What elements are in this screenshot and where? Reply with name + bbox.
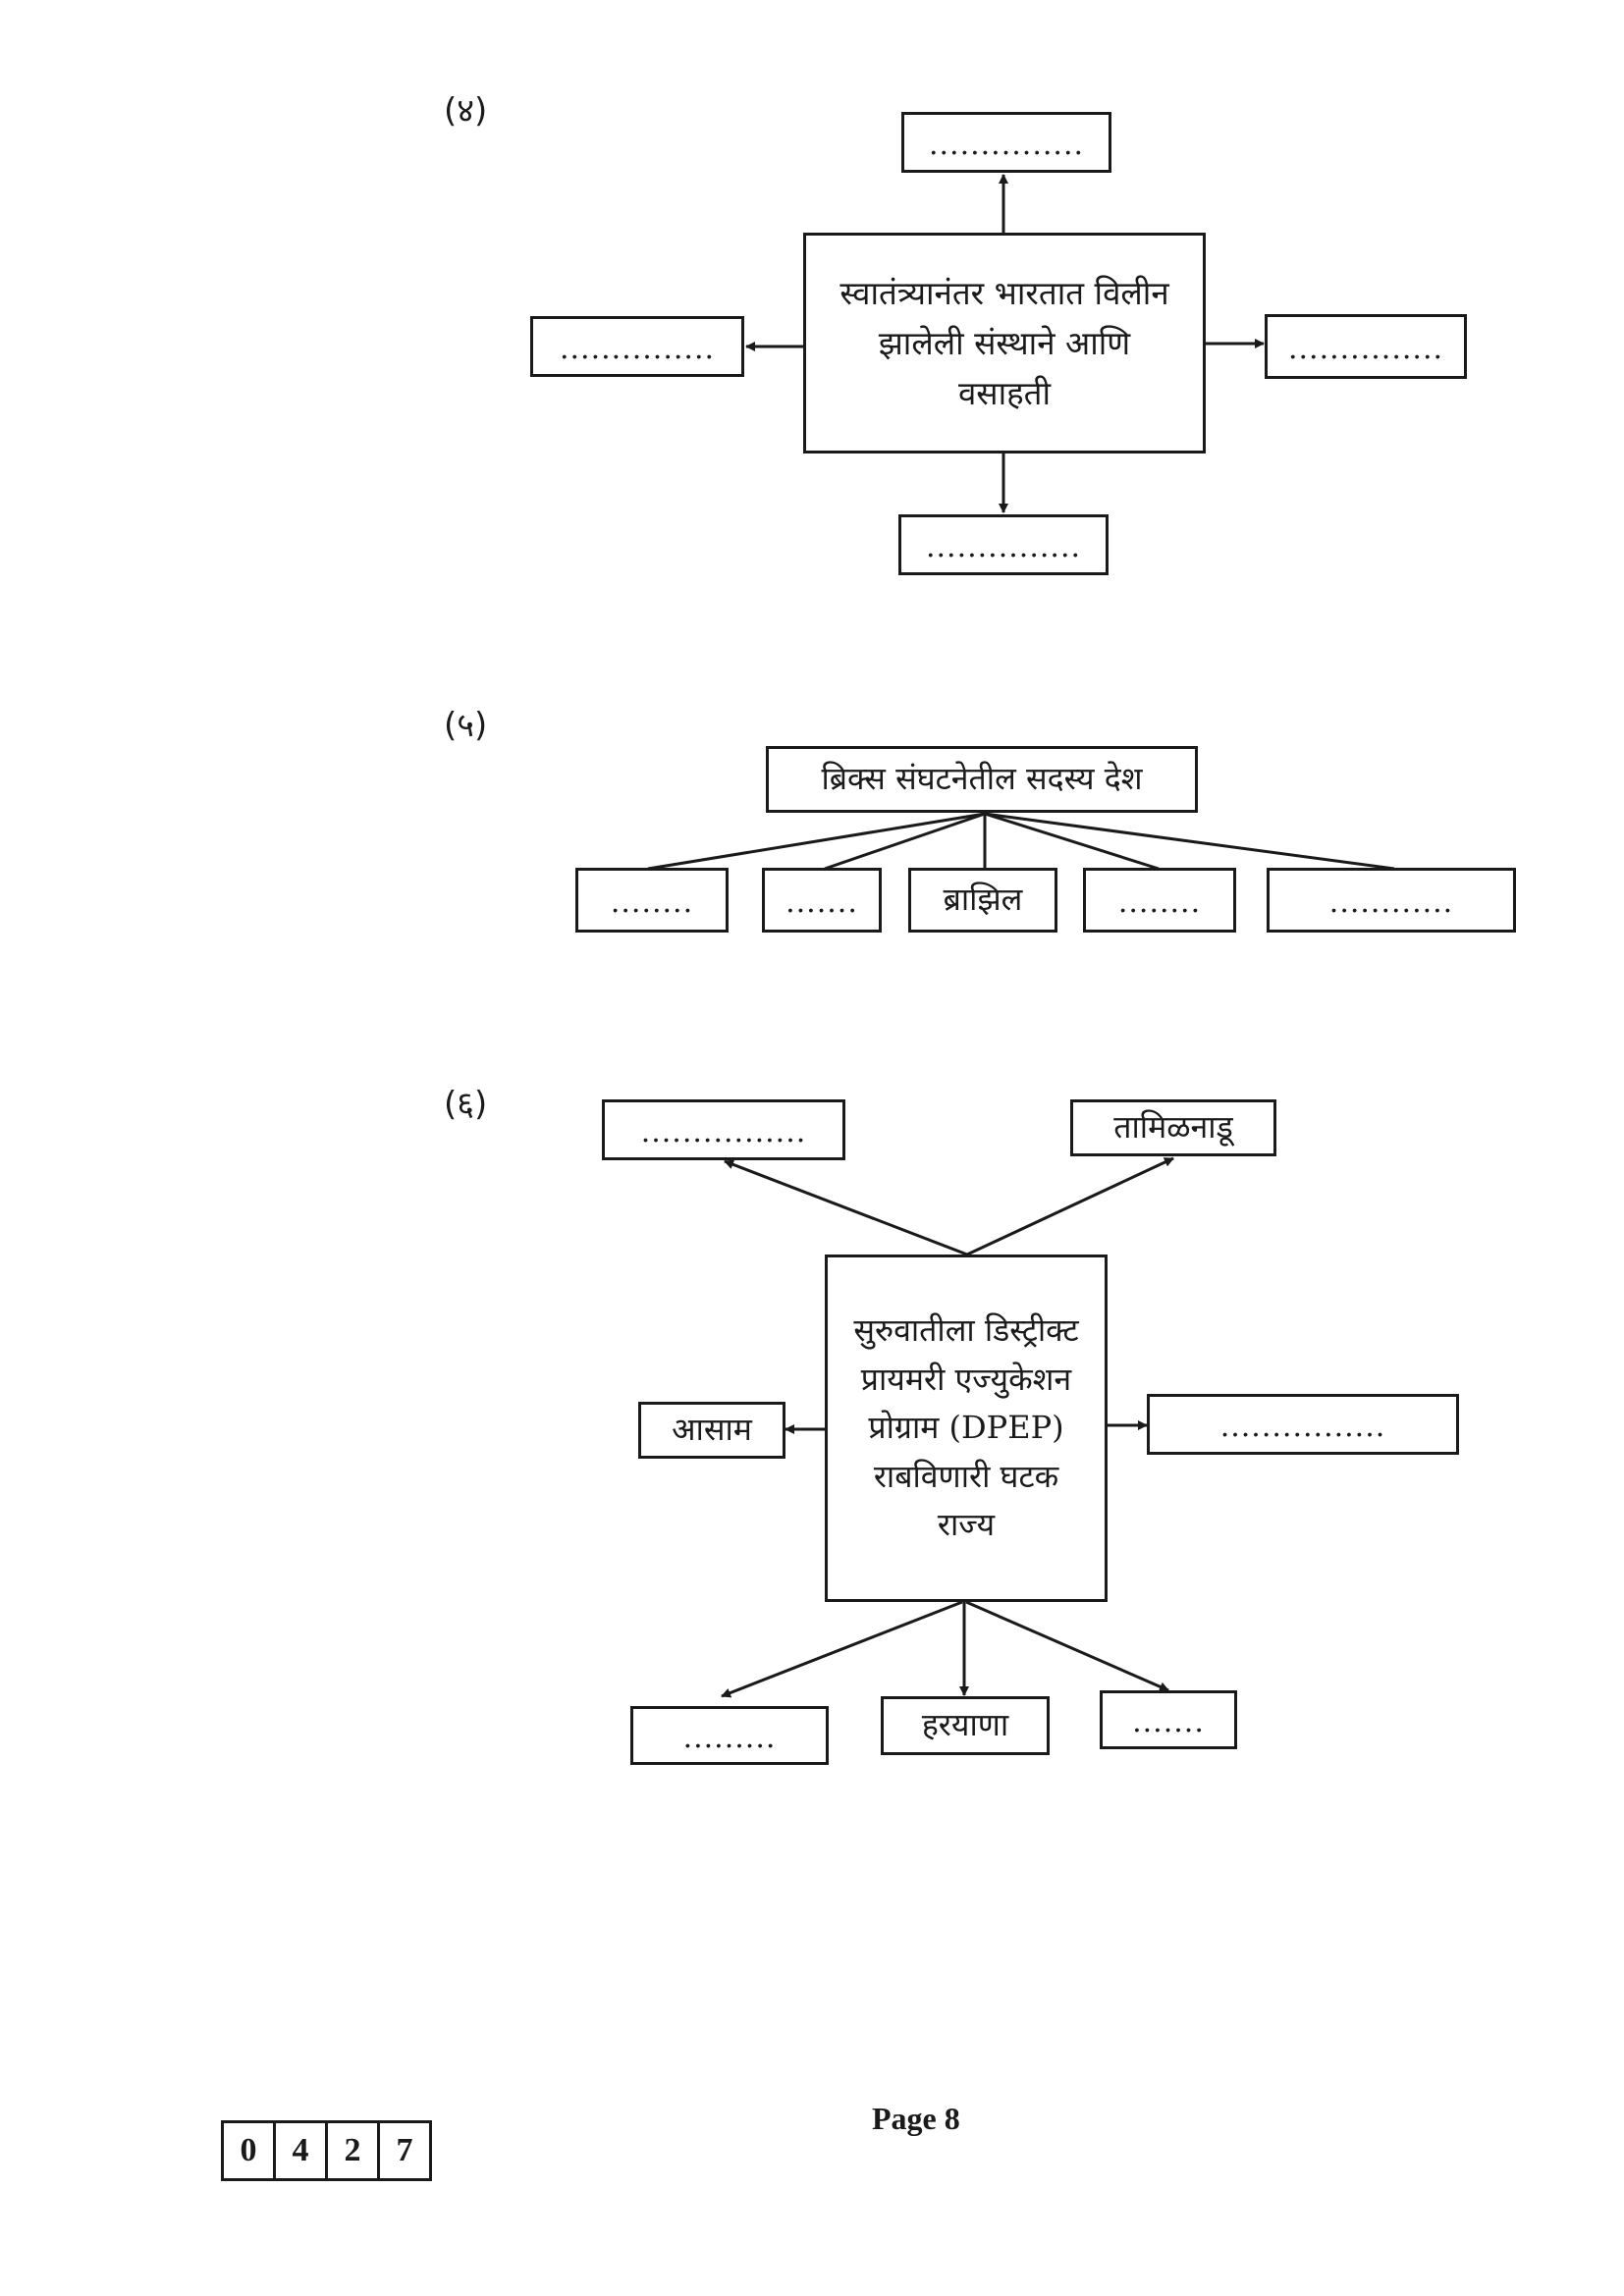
code-digit-4: 7 (377, 2120, 432, 2181)
code-digit-3: 2 (325, 2120, 380, 2181)
question-number-4: (४) (444, 91, 488, 131)
question-number-5: (५) (444, 706, 488, 745)
q5-item-1[interactable]: ........ (575, 868, 729, 933)
q6-bottom-left-blank[interactable]: ......... (630, 1706, 829, 1765)
q4-bottom-blank[interactable]: ............... (898, 514, 1109, 575)
q6-center-box: सुरुवातीला डिस्ट्रीक्ट प्रायमरी एज्युकेश… (825, 1255, 1108, 1602)
q6-center-line-4: राबविणारी घटक (873, 1457, 1059, 1495)
q4-center-line-2: झालेली संस्थाने आणि (878, 323, 1131, 362)
q6-left-assam: आसाम (638, 1402, 785, 1459)
q4-left-blank[interactable]: ............... (530, 316, 744, 377)
code-digit-1: 0 (221, 2120, 276, 2181)
q6-arrow-top-right (966, 1156, 1174, 1256)
q6-arrow-top-left (724, 1159, 968, 1256)
q6-center-line-1: सुरुवातीला डिस्ट्रीक्ट (853, 1311, 1079, 1350)
q6-arrow-bottom-right (965, 1600, 1169, 1692)
q6-top-right-tamilnadu: तामिळनाडू (1070, 1099, 1276, 1156)
q5-line-4 (984, 812, 1160, 871)
q5-line-5 (984, 812, 1395, 871)
code-digit-2: 4 (273, 2120, 328, 2181)
q4-top-blank[interactable]: ............... (901, 112, 1111, 173)
paper-code-boxes: 0 4 2 7 (221, 2120, 432, 2181)
q6-right-blank[interactable]: ................ (1147, 1394, 1459, 1455)
q4-center-box: स्वातंत्र्यानंतर भारतात विलीन झालेली संस… (803, 233, 1206, 454)
q6-center-line-5: राज्य (937, 1506, 996, 1544)
q6-center-line-3: प्रोग्राम (DPEP) (868, 1409, 1064, 1447)
q5-line-2 (824, 812, 986, 871)
q6-arrow-bottom-left (721, 1600, 963, 1698)
q4-center-line-1: स्वातंत्र्यानंतर भारतात विलीन (839, 273, 1169, 312)
q5-item-2[interactable]: ....... (762, 868, 882, 933)
page-number-label: Page 8 (872, 2101, 960, 2136)
q5-line-1 (647, 812, 986, 871)
q6-bottom-right-blank[interactable]: ....... (1100, 1690, 1237, 1749)
q6-center-line-2: प्रायमरी एज्युकेशन (860, 1360, 1072, 1398)
q5-item-brazil: ब्राझिल (908, 868, 1057, 933)
q5-title-box: ब्रिक्स संघटनेतील सदस्य देश (766, 746, 1198, 813)
q5-item-4[interactable]: ........ (1083, 868, 1236, 933)
question-number-6: (६) (444, 1085, 488, 1124)
q5-item-5[interactable]: ............ (1267, 868, 1516, 933)
q4-center-line-3: वसाहती (957, 374, 1052, 413)
q6-bottom-center-haryana: हरयाणा (881, 1696, 1050, 1755)
q4-right-blank[interactable]: ............... (1265, 314, 1467, 379)
q6-top-left-blank[interactable]: ................ (602, 1099, 845, 1160)
